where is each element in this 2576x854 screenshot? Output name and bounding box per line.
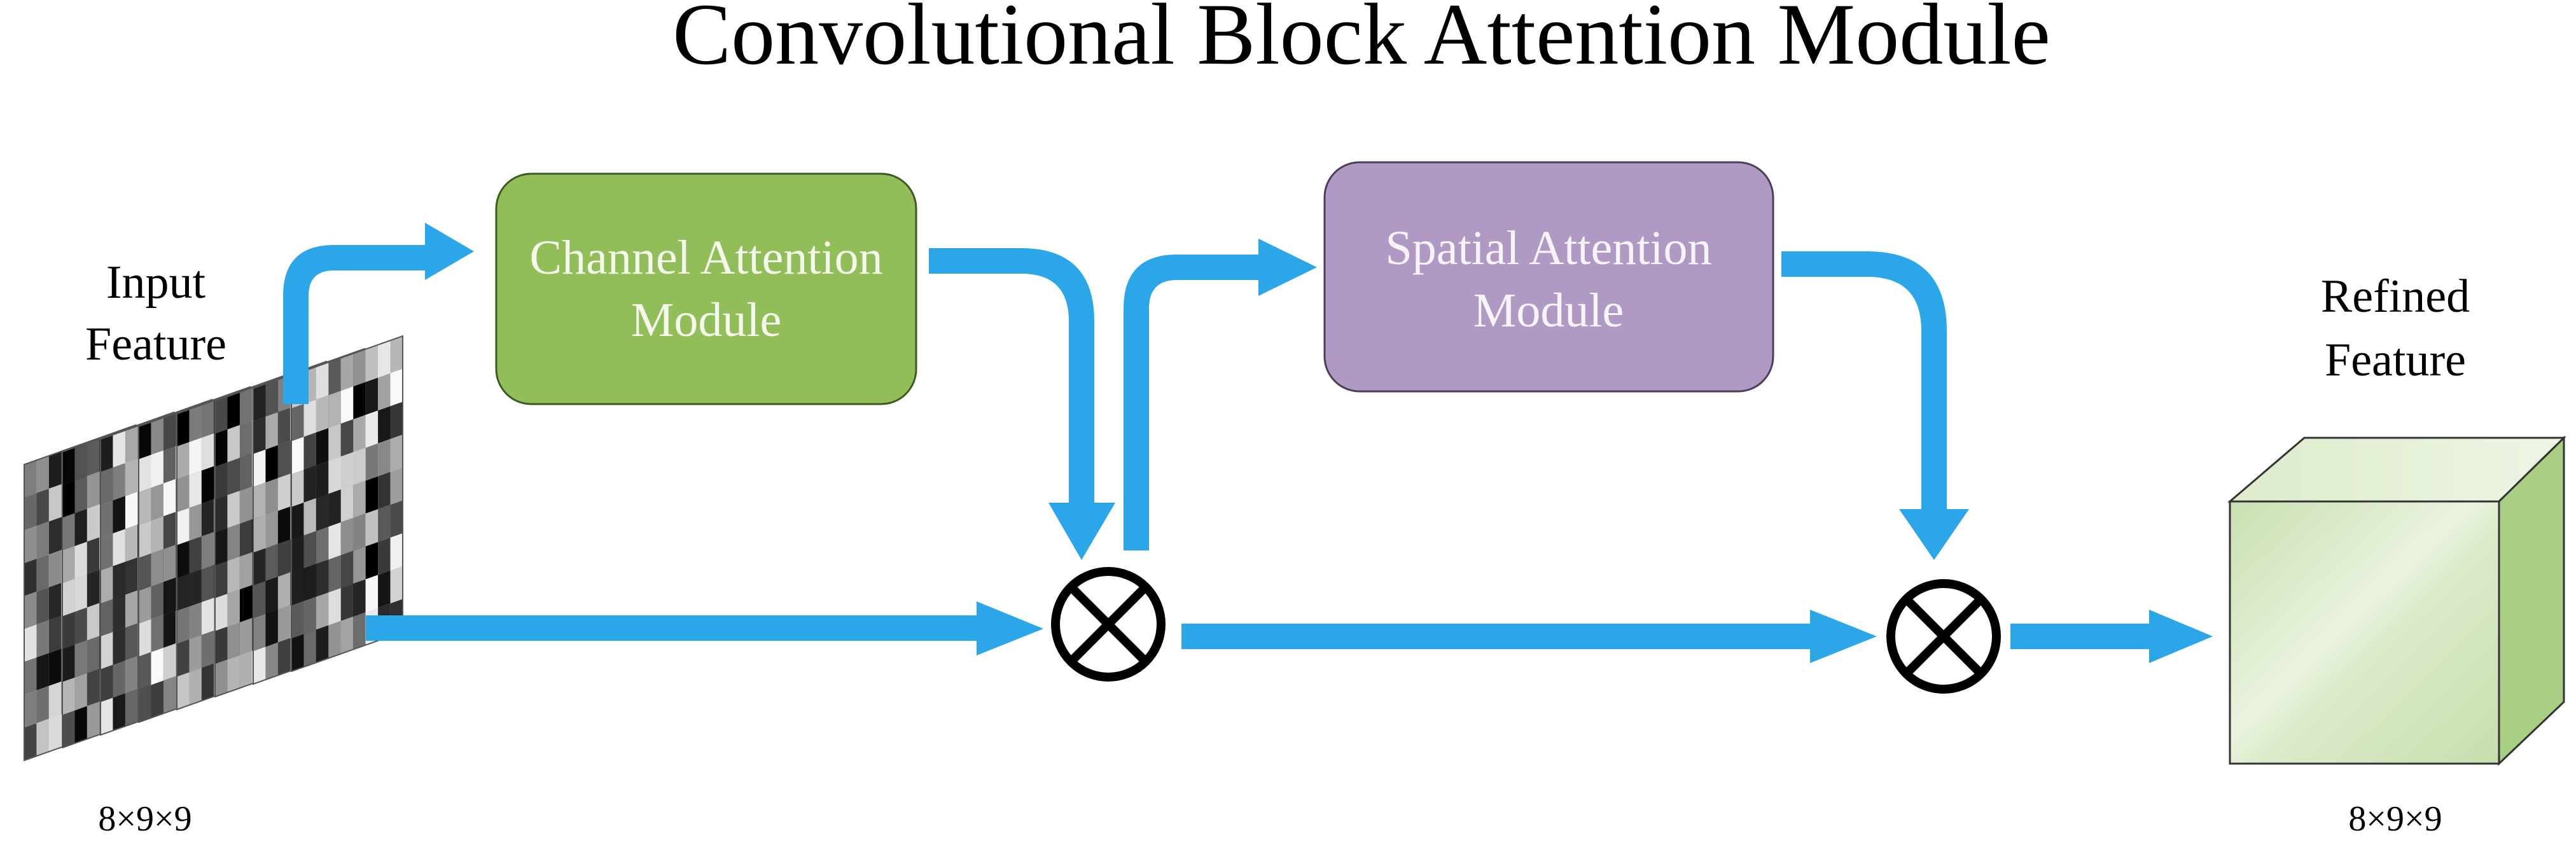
spatial-attention-box xyxy=(1323,161,1774,393)
arrow-multiply-1-to-spatial xyxy=(1124,239,1317,550)
input-feature-label-line2: Feature xyxy=(85,318,226,370)
arrow-spatial-to-multiply-2 xyxy=(1781,251,1969,560)
spatial-attention-label-line2: Module xyxy=(1473,284,1624,337)
arrow-channel-to-multiply-1 xyxy=(929,248,1115,560)
diagram-title: Convolutional Block Attention Module xyxy=(672,0,2050,83)
input-feature-label-line1: Input xyxy=(106,256,206,309)
arrow-multiply-1-to-multiply-2 xyxy=(1181,610,1877,663)
channel-attention-box xyxy=(495,172,917,405)
arrows xyxy=(283,223,2213,663)
arrow-input-to-multiply-1 xyxy=(366,601,1043,655)
output-dims-label: 8×9×9 xyxy=(2348,799,2442,839)
multiply-circle-icon xyxy=(1886,579,2001,694)
refined-feature-label-line1: Refined xyxy=(2321,270,2470,323)
channel-attention-label-line2: Module xyxy=(631,293,781,347)
spatial-attention-label-line1: Spatial Attention xyxy=(1386,221,1712,275)
arrow-multiply-2-to-output xyxy=(2010,610,2213,663)
arrow-input-to-channel xyxy=(283,223,474,404)
refined-feature-cube-icon xyxy=(2227,435,2566,766)
cube-front-face xyxy=(2229,500,2500,765)
multiply-circle-icon xyxy=(1051,567,1166,682)
feature-map-stack-icon xyxy=(24,335,403,762)
channel-attention-module: Channel Attention Module xyxy=(495,172,917,405)
spatial-attention-module: Spatial Attention Module xyxy=(1323,161,1774,393)
refined-feature-label-line2: Feature xyxy=(2325,334,2466,386)
input-dims-label: 8×9×9 xyxy=(98,799,191,839)
channel-attention-label-line1: Channel Attention xyxy=(529,231,882,284)
